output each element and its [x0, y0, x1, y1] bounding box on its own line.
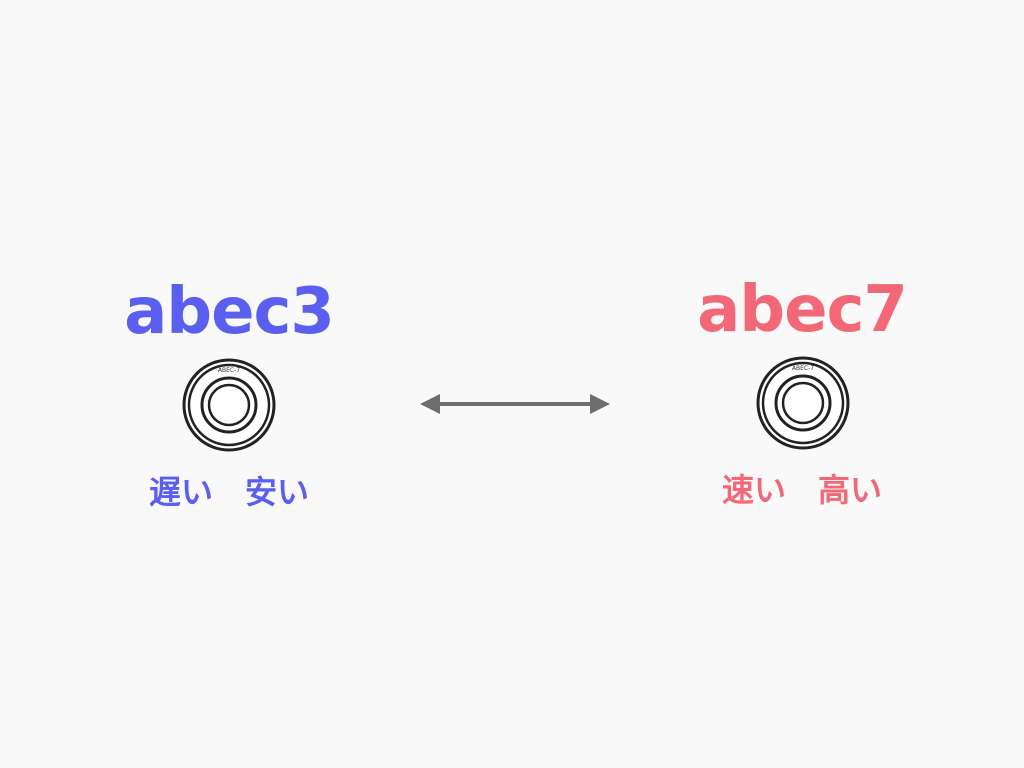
left-caption: 遅い 安い: [148, 473, 309, 511]
bearing-icon-left: ABEC-7: [182, 358, 276, 452]
svg-text:ABEC-7: ABEC-7: [792, 365, 814, 372]
svg-text:ABEC-7: ABEC-7: [218, 367, 240, 374]
bearing-icon-right: ABEC-7: [756, 356, 850, 450]
right-caption: 速い 高い: [721, 471, 882, 509]
right-title: abec7: [697, 273, 908, 347]
double-arrow-icon: [420, 394, 610, 414]
left-title: abec3: [124, 275, 335, 349]
